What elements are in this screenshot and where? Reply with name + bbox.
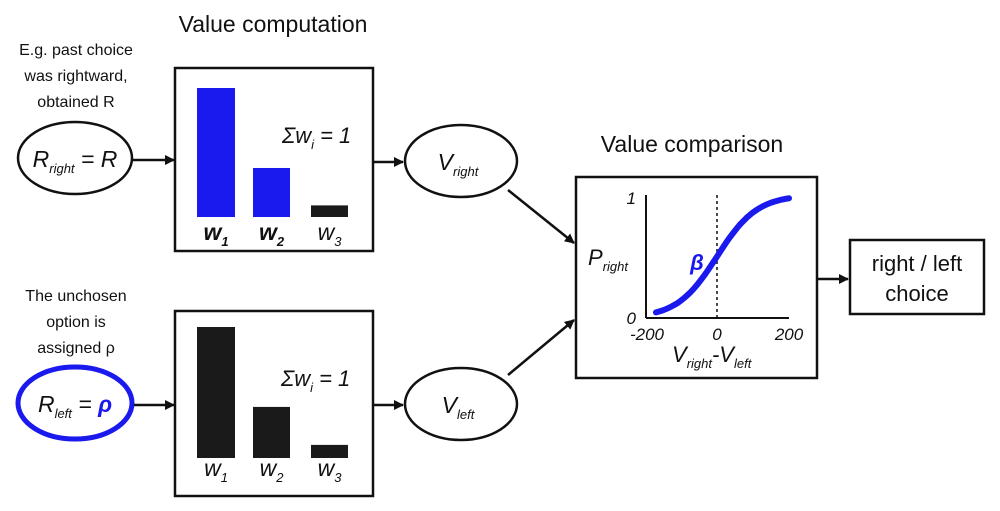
psych-ylabel: Pright — [588, 245, 629, 274]
weight-label-1: w1 — [204, 455, 228, 485]
choice-box — [848, 238, 986, 316]
bottom-note-line1: The unchosen — [25, 288, 126, 305]
weight-label-3: w3 — [318, 219, 343, 249]
r-right-label: Rright = R — [33, 146, 118, 176]
v-left-node — [403, 366, 519, 442]
value-comparison-box — [574, 175, 819, 380]
v-right-node — [403, 123, 519, 199]
bottom-sum-label: Σwi = 1 — [280, 366, 350, 395]
weight-bar-3 — [311, 444, 348, 458]
choice-line2: choice — [885, 281, 949, 306]
weight-label-2: w2 — [259, 219, 285, 249]
arrow-vright-to-comparison — [507, 189, 575, 244]
r-left-node — [15, 364, 135, 442]
value-comparison-title: Value comparison — [601, 131, 783, 157]
weight-bar-2 — [253, 406, 290, 458]
r-left-label: Rleft = ρ — [38, 391, 112, 421]
psych-curve — [653, 195, 792, 316]
weight-label-3: w3 — [318, 455, 343, 485]
bottom-note-line2: option is — [46, 314, 106, 331]
top-sum-label: Σwi = 1 — [281, 123, 351, 152]
v-left-label: Vleft — [442, 392, 476, 422]
top-note-line3: obtained R — [37, 94, 114, 111]
weight-bar-3 — [311, 205, 348, 217]
psych-xlabel: Vright-Vleft — [672, 342, 753, 371]
v-right-label: Vright — [438, 149, 480, 179]
psych-y-tick-1: 1 — [627, 189, 636, 208]
psych-x-tick-neg200: -200 — [630, 325, 665, 344]
psych-x-tick-200: 200 — [774, 325, 804, 344]
top-bar-group: w1 w2 w3 — [197, 88, 348, 249]
weight-bar-1 — [197, 327, 235, 458]
r-right-node — [16, 120, 134, 196]
value-computation-title: Value computation — [179, 11, 368, 37]
weight-bar-1 — [197, 88, 235, 217]
bottom-bar-group: w1 w2 w3 — [197, 327, 348, 485]
choice-line1: right / left — [872, 251, 962, 276]
psych-y-tick-0: 0 — [627, 309, 637, 328]
weight-label-1: w1 — [203, 219, 228, 249]
beta-label: β — [689, 250, 704, 275]
top-note: E.g. past choice was rightward, obtained… — [19, 42, 133, 111]
psych-x-tick-0: 0 — [712, 325, 722, 344]
top-note-line2: was rightward, — [23, 68, 127, 85]
weight-bar-2 — [253, 167, 290, 217]
arrow-vleft-to-comparison — [507, 319, 575, 376]
bottom-note: The unchosen option is assigned ρ — [25, 288, 126, 357]
top-note-line1: E.g. past choice — [19, 42, 133, 59]
weight-label-2: w2 — [260, 455, 285, 485]
bottom-note-line3: assigned ρ — [37, 340, 115, 357]
